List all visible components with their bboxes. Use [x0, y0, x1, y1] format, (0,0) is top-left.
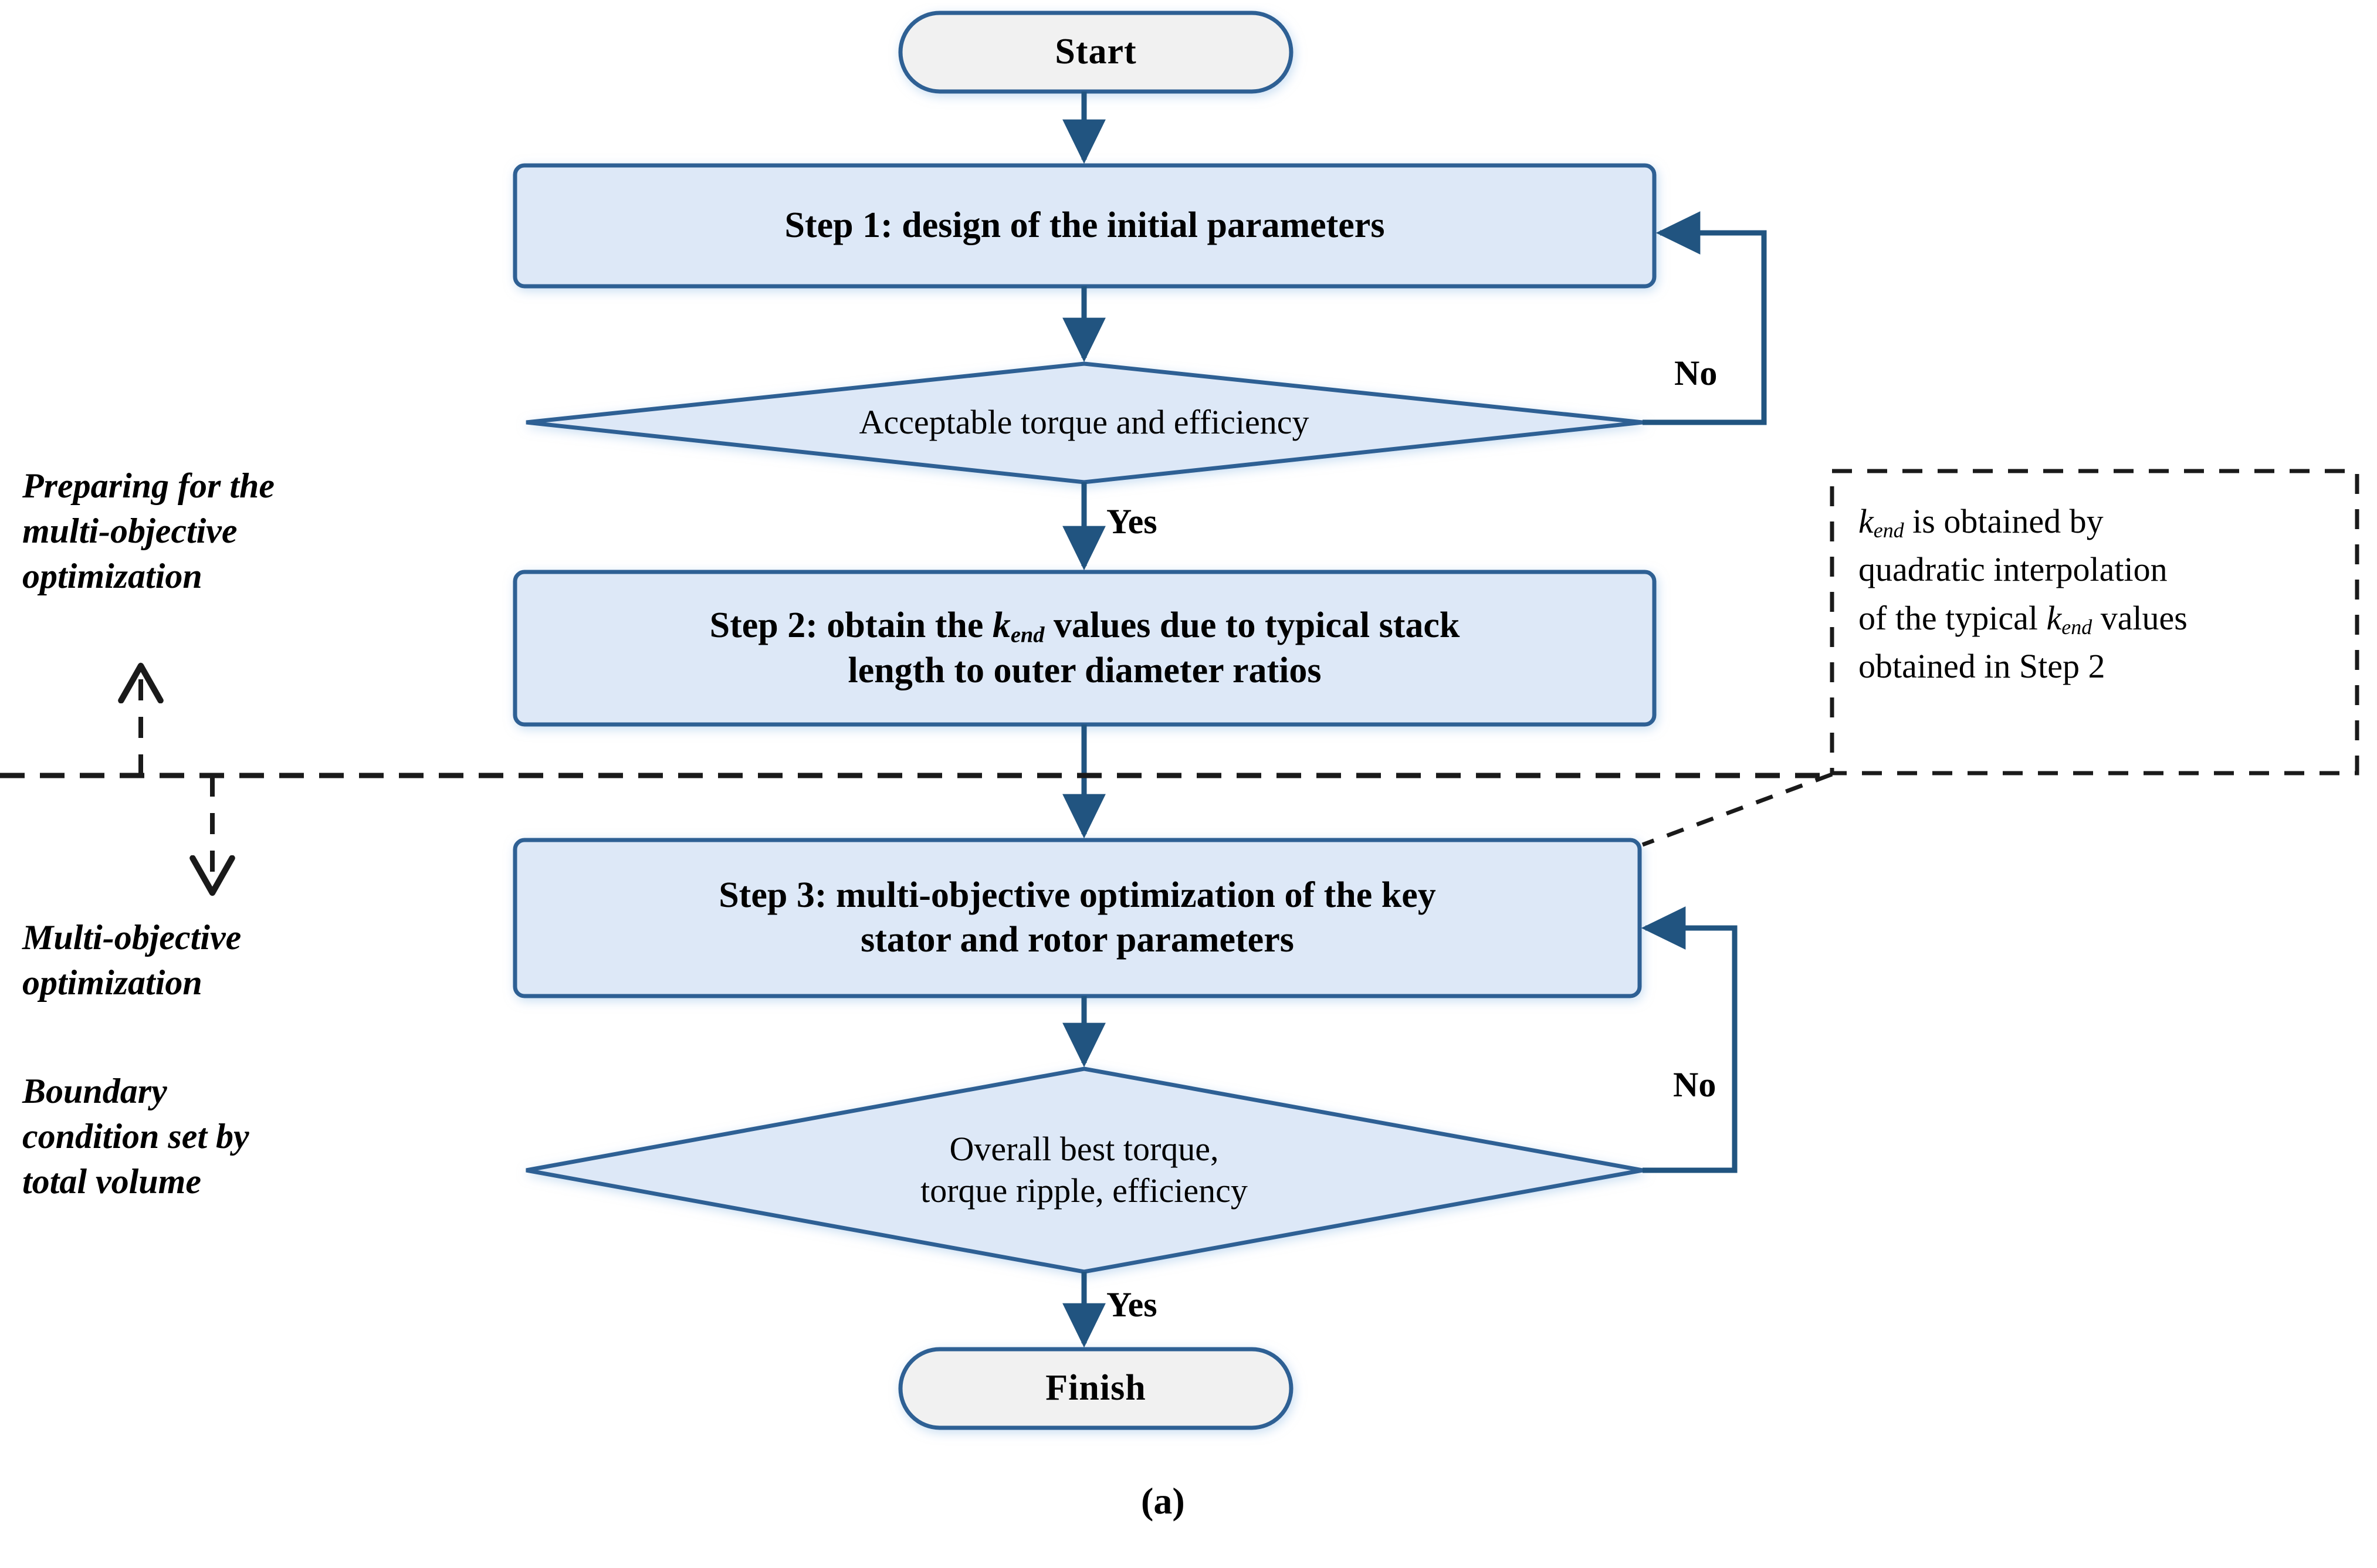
step3-label[interactable]: Step 3: multi-objective optimization of … — [515, 840, 1640, 996]
callout-text-3-post: values — [2092, 598, 2188, 637]
step2-k-symbol: k — [992, 605, 1011, 645]
step2-line-2: length to outer diameter ratios — [848, 650, 1322, 690]
step2-line-1: Step 2: obtain the kend values due to ty… — [710, 604, 1460, 649]
annotation-boundary-condition: Boundary condition set by total volume — [22, 1072, 249, 1201]
callout-k-symbol-1: k — [1858, 502, 1874, 540]
callout-line-3: of the typical kend values — [1858, 594, 2339, 642]
edge-label-no-1: No — [1674, 354, 1718, 392]
annotation-preparing-phase: Preparing for the multi-objective optimi… — [22, 466, 275, 595]
callout-k-subscript-2: end — [2061, 615, 2092, 639]
step3-line-1: Step 3: multi-objective optimization of … — [719, 875, 1436, 916]
edge-decision1-no-loop — [1643, 211, 1767, 425]
step1-label[interactable]: Step 1: design of the initial parameters — [784, 205, 1385, 246]
annotation-multi-objective-phase: Multi-objective optimization — [22, 918, 242, 1002]
start-terminal-label[interactable]: Start — [1055, 32, 1137, 72]
callout-line-4: obtained in Step 2 — [1858, 647, 2105, 686]
edge-label-yes-2: Yes — [1106, 1285, 1157, 1324]
decision2-line-1: Overall best torque, — [949, 1130, 1219, 1169]
step3-line-2: stator and rotor parameters — [861, 920, 1294, 960]
callout-text-1: is obtained by — [1904, 502, 2104, 540]
callout-line-1: kend is obtained by — [1858, 497, 2339, 546]
callout-leader-line — [1641, 772, 1833, 847]
step2-text-pre: Step 2: obtain the — [709, 605, 993, 645]
decision2-line-2: torque ripple, efficiency — [920, 1171, 1248, 1210]
callout-text-3-pre: of the typical — [1858, 598, 2047, 637]
step2-label[interactable]: Step 2: obtain the kend values due to ty… — [515, 572, 1654, 724]
decision1-label[interactable]: Acceptable torque and efficiency — [859, 402, 1309, 441]
figure-caption: (a) — [1141, 1480, 1185, 1522]
step2-text-post: values due to typical stack — [1044, 605, 1460, 645]
edge-label-yes-1: Yes — [1106, 502, 1157, 541]
finish-terminal-label[interactable]: Finish — [1045, 1368, 1146, 1408]
decision2-label[interactable]: Overall best torque, torque ripple, effi… — [692, 1115, 1476, 1226]
step2-k-subscript: end — [1010, 622, 1045, 647]
callout-k-subscript-1: end — [1873, 518, 1904, 542]
callout-k-symbol-2: k — [2046, 598, 2062, 637]
callout-note-text: kend is obtained by quadratic interpolat… — [1858, 497, 2339, 690]
callout-line-2: quadratic interpolation — [1858, 550, 2168, 589]
edge-label-no-2: No — [1673, 1065, 1716, 1104]
edge-decision2-no-loop — [1641, 906, 1738, 1173]
